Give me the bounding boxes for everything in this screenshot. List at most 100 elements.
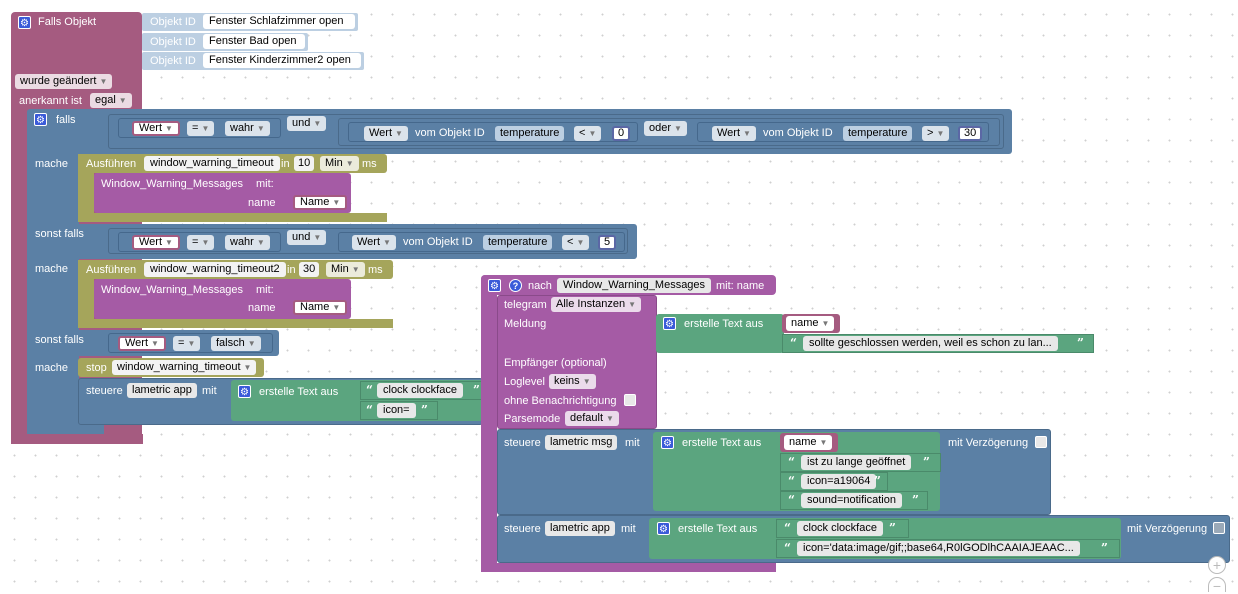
- chevron-down-icon: ▼: [332, 198, 341, 207]
- operator-dropdown[interactable]: =▼: [187, 121, 215, 136]
- function-name-field[interactable]: Window_Warning_Messages: [557, 278, 712, 293]
- chevron-down-icon: ▼: [628, 300, 637, 309]
- text-part-field[interactable]: icon=: [377, 403, 416, 418]
- und-dropdown[interactable]: und▼: [287, 116, 327, 131]
- text-part-field[interactable]: icon=a19064: [801, 474, 877, 489]
- text-part-field[interactable]: icon='data:image/gif;;base64,R0lGODlhCAA…: [797, 541, 1080, 556]
- compare-block-5[interactable]: [338, 232, 625, 252]
- chevron-down-icon: ▼: [351, 265, 360, 274]
- compare-block-2[interactable]: [348, 122, 638, 142]
- gear-icon[interactable]: ⚙: [663, 317, 676, 330]
- open-quote-icon: “: [784, 541, 791, 555]
- object-id-field-3[interactable]: Fenster Kinderzimmer2 open: [203, 53, 361, 68]
- gear-icon[interactable]: ⚙: [661, 436, 674, 449]
- bool-dropdown[interactable]: falsch▼: [211, 336, 261, 351]
- stop-name-dropdown[interactable]: window_warning_timeout▼: [112, 360, 257, 375]
- operator-dropdown[interactable]: =▼: [173, 336, 201, 351]
- bool-dropdown[interactable]: wahr▼: [225, 121, 270, 136]
- gear-icon[interactable]: ⚙: [488, 279, 501, 292]
- text-part-field[interactable]: clock clockface: [377, 383, 463, 398]
- chevron-down-icon: ▼: [118, 96, 127, 105]
- func-name: Window_Warning_Messages: [101, 284, 244, 296]
- telegram-block[interactable]: [497, 295, 657, 429]
- acknowledged-dropdown[interactable]: egal▼: [90, 93, 132, 108]
- wert-dropdown[interactable]: Wert▼: [364, 126, 408, 141]
- temperature-field[interactable]: temperature: [495, 126, 565, 141]
- gear-icon[interactable]: ⚙: [657, 522, 670, 535]
- changed-dropdown[interactable]: wurde geändert▼: [15, 74, 113, 89]
- unit-dropdown[interactable]: Min▼: [326, 262, 365, 277]
- if-block-body[interactable]: [27, 109, 79, 434]
- exec-name-field[interactable]: window_warning_timeout2: [144, 262, 286, 277]
- chevron-down-icon: ▼: [383, 238, 391, 247]
- wert-dropdown[interactable]: Wert▼: [118, 336, 166, 351]
- parsemode-dropdown[interactable]: default▼: [565, 411, 619, 426]
- operator-dropdown[interactable]: <▼: [574, 126, 602, 141]
- mit-label: mit: [202, 385, 217, 397]
- object-id-label: Objekt ID: [150, 36, 196, 48]
- exec-label: Ausführen: [86, 158, 137, 170]
- mit-label: mit:: [256, 178, 274, 190]
- open-quote-icon: “: [788, 474, 795, 488]
- temperature-field[interactable]: temperature: [483, 235, 553, 250]
- zoom-in-icon[interactable]: +: [1208, 556, 1226, 574]
- text-part-field[interactable]: sound=notification: [801, 493, 902, 508]
- param-dropdown[interactable]: Name▼: [293, 195, 348, 210]
- chevron-down-icon: ▼: [256, 238, 265, 247]
- chevron-down-icon: ▼: [165, 238, 173, 247]
- loglevel-dropdown[interactable]: keins▼: [549, 374, 596, 389]
- oder-dropdown[interactable]: oder▼: [644, 121, 687, 136]
- help-icon[interactable]: ?: [509, 279, 522, 292]
- name-variable-dropdown[interactable]: name▼: [784, 435, 833, 450]
- wert-dropdown[interactable]: Wert▼: [132, 235, 180, 250]
- number-field[interactable]: 30: [958, 126, 983, 141]
- create-text-label: erstelle Text aus: [684, 318, 764, 330]
- wert-dropdown[interactable]: Wert▼: [132, 121, 180, 136]
- chevron-down-icon: ▼: [395, 129, 403, 138]
- stop-label: stop: [86, 362, 107, 374]
- exec-name-field[interactable]: window_warning_timeout: [144, 156, 280, 171]
- gear-icon[interactable]: ⚙: [238, 385, 251, 398]
- ms-label: ms: [368, 264, 383, 276]
- chevron-down-icon: ▼: [819, 438, 828, 447]
- gear-icon[interactable]: ⚙: [18, 16, 31, 29]
- control-target-field[interactable]: lametric app: [127, 383, 197, 398]
- text-join-block[interactable]: [656, 314, 784, 353]
- param-label: name: [248, 197, 276, 209]
- ohne-benachrichtigung-checkbox[interactable]: [624, 394, 636, 406]
- mit-label: mit:: [256, 284, 274, 296]
- message-text-field[interactable]: sollte geschlossen werden, weil es schon…: [803, 336, 1058, 351]
- operator-dropdown[interactable]: >▼: [922, 126, 950, 141]
- delay-checkbox[interactable]: [1213, 522, 1225, 534]
- number-field[interactable]: 5: [598, 235, 617, 250]
- operator-dropdown[interactable]: =▼: [187, 235, 215, 250]
- chevron-down-icon: ▼: [187, 339, 196, 348]
- delay-field[interactable]: 30: [299, 262, 320, 277]
- gear-icon[interactable]: ⚙: [34, 113, 47, 126]
- bool-dropdown[interactable]: wahr▼: [225, 235, 270, 250]
- zoom-out-icon[interactable]: −: [1208, 577, 1226, 594]
- chevron-down-icon: ▼: [674, 124, 682, 133]
- unit-dropdown[interactable]: Min▼: [320, 156, 359, 171]
- delay-field[interactable]: 10: [294, 156, 315, 171]
- delay-checkbox[interactable]: [1035, 436, 1047, 448]
- und-dropdown[interactable]: und▼: [287, 230, 327, 245]
- app-target-field[interactable]: lametric app: [545, 521, 615, 536]
- wert-dropdown[interactable]: Wert▼: [352, 235, 396, 250]
- instances-dropdown[interactable]: Alle Instanzen▼: [551, 297, 642, 312]
- text-part-field[interactable]: clock clockface: [797, 521, 883, 536]
- vom-objekt-label: vom Objekt ID: [415, 127, 485, 139]
- operator-dropdown[interactable]: <▼: [562, 235, 590, 250]
- wert-dropdown[interactable]: Wert▼: [712, 126, 756, 141]
- object-id-field-2[interactable]: Fenster Bad open: [203, 34, 305, 49]
- chevron-down-icon: ▼: [201, 124, 210, 133]
- text-part-field[interactable]: ist zu lange geöffnet: [801, 455, 912, 470]
- param-dropdown[interactable]: Name▼: [293, 300, 348, 315]
- func-name: Window_Warning_Messages: [101, 178, 244, 190]
- chevron-down-icon: ▼: [821, 319, 830, 328]
- temperature-field[interactable]: temperature: [843, 126, 913, 141]
- msg-target-field[interactable]: lametric msg: [545, 435, 618, 450]
- number-field[interactable]: 0: [612, 126, 631, 141]
- object-id-field-1[interactable]: Fenster Schlafzimmer open: [203, 14, 355, 29]
- name-variable-dropdown[interactable]: name▼: [786, 316, 835, 331]
